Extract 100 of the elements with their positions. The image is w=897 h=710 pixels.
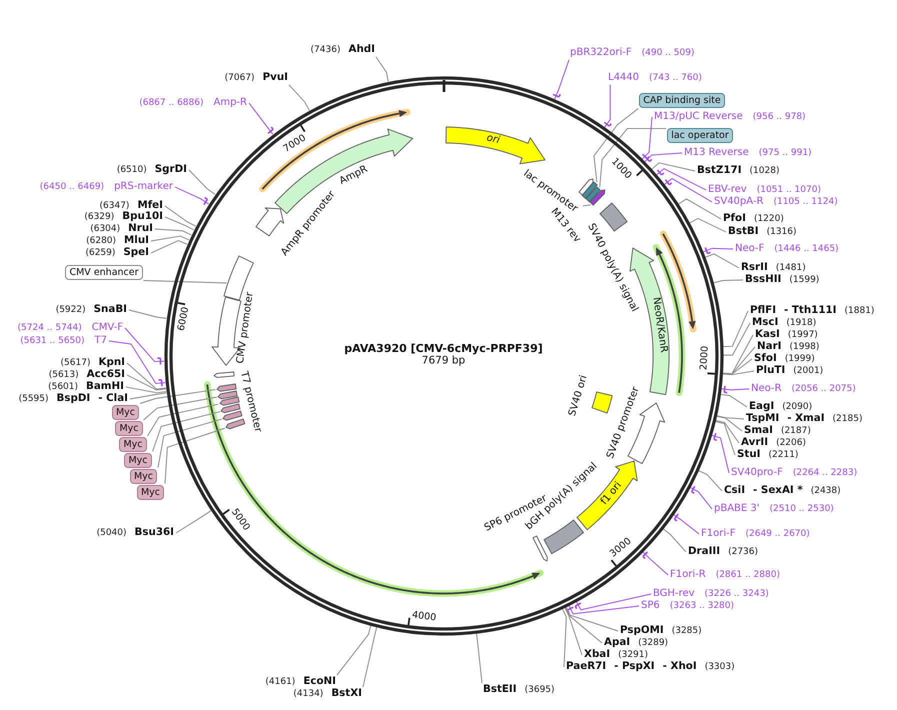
leader-line: [147, 404, 219, 436]
enzyme-name: - Tth111I: [784, 305, 837, 317]
leader-line: [376, 56, 389, 82]
primer-name: BGH-rev: [653, 588, 695, 600]
scale-label: 2000: [700, 345, 712, 370]
leader-line: [722, 370, 754, 376]
enzyme-name: - SexAI *: [753, 485, 803, 497]
site-position: (1881): [844, 306, 874, 316]
primer-leader-line: [248, 102, 274, 135]
enzyme-name: PfoI: [723, 213, 746, 225]
enzyme-name: SpeI: [123, 247, 149, 259]
leader-line: [722, 310, 748, 348]
enzyme-name: PaeR7I: [566, 661, 606, 673]
leader-line: [562, 608, 567, 668]
site-position: (3303): [704, 662, 735, 672]
primer-leader-line: [672, 513, 700, 534]
enzyme-name: XbaI: [584, 649, 610, 661]
leader-line: [126, 386, 167, 394]
feature-tag: Myc: [130, 468, 158, 484]
primer-name: Neo-R: [751, 383, 782, 395]
primer-name: pBR322ori-F: [570, 47, 632, 59]
site-position: (2090): [782, 402, 812, 412]
site-position: (5595): [18, 394, 49, 404]
enzyme-name: - XmaI: [787, 413, 825, 425]
primer-position: (5631 .. 5650): [20, 336, 85, 347]
site-position: (6347): [100, 201, 130, 212]
feature-label: NeoR/KanR: [650, 296, 668, 354]
leader-line: [150, 240, 188, 254]
primer-leader-line: [720, 385, 750, 394]
leader-line: [130, 392, 167, 400]
enzyme-name: AvrII: [741, 437, 768, 449]
enzyme-name: PspOMI: [620, 625, 664, 637]
leader-line: [164, 206, 196, 227]
enzyme-name: MfeI: [137, 200, 163, 212]
leader-line: [164, 216, 194, 230]
primer-leader-line: [552, 59, 570, 100]
enzyme-name: - ClaI: [98, 393, 128, 405]
leader-line: [288, 84, 310, 111]
leader-line: [716, 415, 744, 420]
enzyme-name: AhdI: [348, 44, 375, 56]
leader-line: [476, 632, 482, 684]
primer-leader-line: [574, 594, 652, 610]
site-position: (5601): [48, 382, 78, 392]
primer-position: (2649 .. 2670): [745, 529, 810, 540]
leader-line: [164, 428, 226, 484]
site-position: (5617): [60, 358, 90, 368]
site-position: (2185): [832, 414, 862, 424]
site-position: (1599): [789, 275, 820, 286]
primer-leader-line: [603, 84, 612, 128]
leader-line: [722, 334, 754, 374]
leader-line: [336, 624, 372, 676]
primer-leader-line: [642, 551, 668, 576]
scale-label: 4000: [412, 610, 437, 624]
leader-line: [176, 510, 212, 534]
plasmid-length: 7679 bp: [422, 356, 466, 366]
leader-line: [362, 626, 378, 688]
primer-leader-line: [124, 328, 165, 366]
site-position: (3289): [638, 638, 668, 648]
enzyme-name: KpnI: [98, 357, 125, 369]
primer-name: F1ori-F: [701, 528, 736, 540]
site-position: (4134): [293, 689, 324, 700]
feature-tag: Myc: [112, 404, 140, 420]
enzyme-name: NarI: [757, 341, 782, 353]
site-position: (3285): [672, 626, 702, 636]
primer-leader-line: [710, 432, 730, 474]
leader-line: [722, 346, 756, 374]
enzyme-name: SmaI: [744, 425, 773, 437]
enzyme-name: PflFI: [750, 305, 776, 317]
primer-leader-line: [689, 485, 712, 510]
enzyme-name: SnaBI: [94, 304, 127, 316]
primer-position: (1051 .. 1070): [756, 185, 821, 196]
feature-tag: Myc: [124, 452, 152, 468]
leader-line: [662, 528, 686, 552]
enzyme-name: - PspXI: [614, 661, 655, 673]
site-position: (5613): [48, 370, 79, 380]
primer-position: (5724 .. 5744): [17, 323, 82, 334]
primer-position: (975 .. 991): [758, 148, 812, 159]
enzyme-name: PvuI: [262, 72, 288, 84]
leader-line: [698, 470, 722, 492]
primer-position: (743 .. 760): [649, 73, 702, 84]
enzyme-name: BamHI: [86, 381, 124, 393]
enzyme-name: StuI: [737, 449, 760, 461]
primer-leader-line: [656, 168, 706, 190]
leader-line: [154, 228, 192, 236]
feature-label: SV40 ori: [568, 374, 590, 418]
leader-line: [722, 358, 752, 375]
feature-tag: lac operator: [667, 128, 733, 142]
primer-position: (6450 .. 6469): [40, 182, 104, 193]
feature-label: ori: [486, 134, 501, 147]
site-position: (3695): [524, 685, 555, 696]
leader-line: [150, 236, 190, 242]
site-position: (5922): [56, 305, 86, 316]
leader-line: [140, 389, 216, 404]
feature-tag: CAP binding site: [639, 92, 725, 108]
leader-line: [126, 362, 166, 390]
site-position: (7067): [224, 73, 255, 84]
primer-name: pBABE 3': [714, 503, 760, 515]
primer-position: (1105 .. 1124): [773, 197, 838, 208]
leader-line: [126, 374, 166, 390]
leader-line: [714, 420, 736, 456]
